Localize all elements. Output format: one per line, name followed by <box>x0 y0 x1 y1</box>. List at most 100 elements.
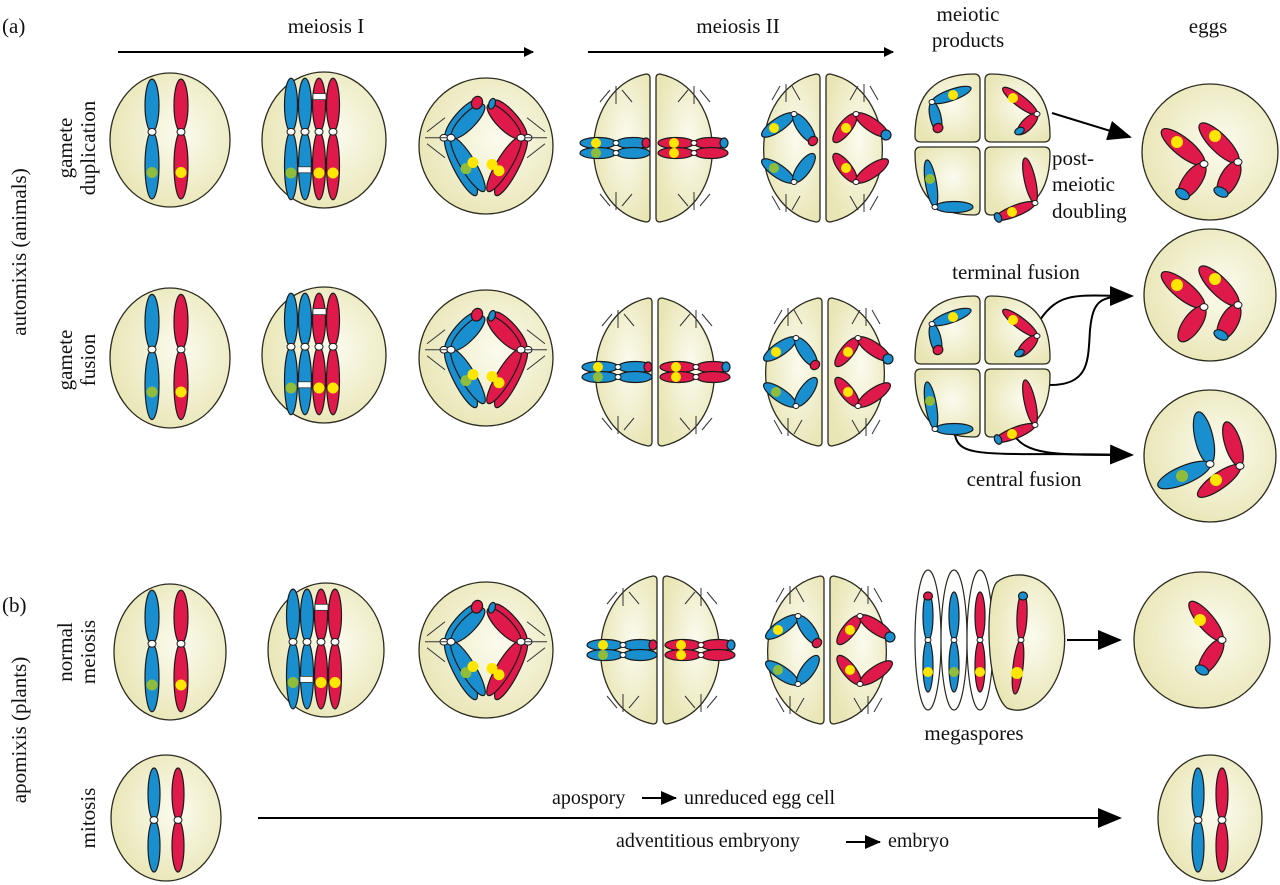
centromere <box>612 149 620 157</box>
centromere <box>852 110 860 118</box>
row-label-mitosis: mitosis <box>76 788 100 849</box>
allele-yellow <box>773 625 783 635</box>
centromere <box>316 637 326 646</box>
chromosome-arm <box>173 348 189 421</box>
row1-stage-anaphase-2 <box>760 73 892 223</box>
spindle-fiber <box>795 587 805 603</box>
chromosome-arm <box>934 200 974 214</box>
spindle-fiber <box>851 309 861 325</box>
allele-yellow <box>1008 315 1018 325</box>
chromosome-arm <box>325 292 341 348</box>
spindle-fiber <box>775 697 785 713</box>
chromosome-arm <box>311 292 327 348</box>
chromosome-arm <box>285 588 301 643</box>
allele-yellow <box>493 669 505 681</box>
allele-yellow <box>175 166 187 178</box>
allele-green <box>925 396 935 406</box>
centromere <box>794 680 802 688</box>
chromosome-arm <box>1175 187 1190 201</box>
allele-yellow <box>1171 136 1183 148</box>
column-meiotic-products-label-1: meiotic <box>937 2 1000 26</box>
chromosome-arm <box>470 95 484 110</box>
paternal-chromosome <box>173 293 189 421</box>
cell-interphase <box>109 72 231 208</box>
spindle-fiber <box>871 419 881 435</box>
paternal-chromosome <box>171 767 185 873</box>
annotation-adventitious: adventitious embryony <box>616 830 800 852</box>
cells-layer <box>109 71 1279 882</box>
centromere <box>614 373 622 381</box>
spindle-fiber <box>426 621 446 637</box>
chromosome-arm <box>144 78 160 133</box>
allele-green <box>949 667 959 677</box>
paternal-chromatid <box>325 292 341 416</box>
row2-stage-prophase <box>261 286 387 424</box>
row3-stage-interphase <box>113 583 227 721</box>
allele-green <box>773 665 783 675</box>
allele-yellow <box>671 372 681 382</box>
maternal-chromosome <box>144 293 160 421</box>
allele-yellow <box>1007 207 1017 217</box>
chromosome-arm <box>974 639 986 693</box>
centromere <box>854 334 862 342</box>
post-meiotic-doubling-arrow <box>1051 112 1132 141</box>
chromosome-arm <box>325 346 341 416</box>
paternal-chromatid <box>311 77 327 201</box>
chromosome-arm <box>313 588 329 643</box>
spindle-fiber <box>793 309 803 325</box>
allele-yellow <box>769 123 779 133</box>
chromosome-arm <box>641 137 651 149</box>
allele-yellow <box>329 676 341 688</box>
spindle-fiber <box>771 85 781 101</box>
half-cell-left <box>763 73 821 223</box>
chromosome-arm <box>299 588 315 643</box>
chromosome-arm <box>173 293 189 351</box>
row1-stage-prophase <box>261 71 387 209</box>
chromosome-arm <box>297 131 313 201</box>
allele-yellow <box>493 377 505 389</box>
allele-yellow <box>493 165 505 177</box>
centromere <box>697 651 705 659</box>
crossover-break <box>299 675 314 683</box>
centromere <box>1217 816 1227 824</box>
centromere <box>690 139 698 147</box>
chromosome-arm <box>922 591 934 601</box>
row3-stage-metaphase-1 <box>418 581 554 719</box>
centromere <box>692 363 700 371</box>
spindle-fiber <box>426 143 446 159</box>
annotation-central-fusion: central fusion <box>967 467 1082 491</box>
spindle-fiber <box>621 89 633 103</box>
allele-yellow <box>676 650 686 660</box>
spindle-fiber <box>526 647 546 663</box>
row1-egg <box>1141 83 1279 221</box>
spindle-fiber <box>773 309 783 325</box>
paternal-chromatid <box>325 77 341 201</box>
allele-green <box>925 174 935 184</box>
spindle-fiber <box>526 117 546 133</box>
centromere <box>792 334 800 342</box>
chromosome-arm <box>297 346 313 416</box>
paternal-chromatid <box>311 292 327 416</box>
allele-yellow <box>1209 273 1221 285</box>
egg-cell <box>1143 228 1277 362</box>
column-meiotic-products-label-2: products <box>932 28 1004 52</box>
centromere <box>619 641 627 649</box>
centromere <box>852 178 860 186</box>
centromere <box>1199 160 1209 168</box>
centromere <box>328 342 338 351</box>
allele-yellow <box>1194 614 1206 626</box>
centromere <box>516 637 526 646</box>
spindle-fiber <box>775 587 785 603</box>
chromosome-arm <box>283 77 299 133</box>
centromere <box>697 641 705 649</box>
central-fusion-arrow-right <box>1011 431 1133 456</box>
group-label-apomixis: apomixis (plants) <box>7 657 31 803</box>
spindle-fiber <box>701 313 713 327</box>
row-label-normal-meiosis-1: normal <box>53 622 77 682</box>
centromere <box>1017 636 1025 644</box>
row2-stage-interphase <box>109 287 231 429</box>
row3-megaspores <box>914 569 1066 711</box>
crossover-break <box>297 166 312 174</box>
row2-egg-central-fusion <box>1143 389 1277 523</box>
spindle-fiber <box>851 419 861 435</box>
